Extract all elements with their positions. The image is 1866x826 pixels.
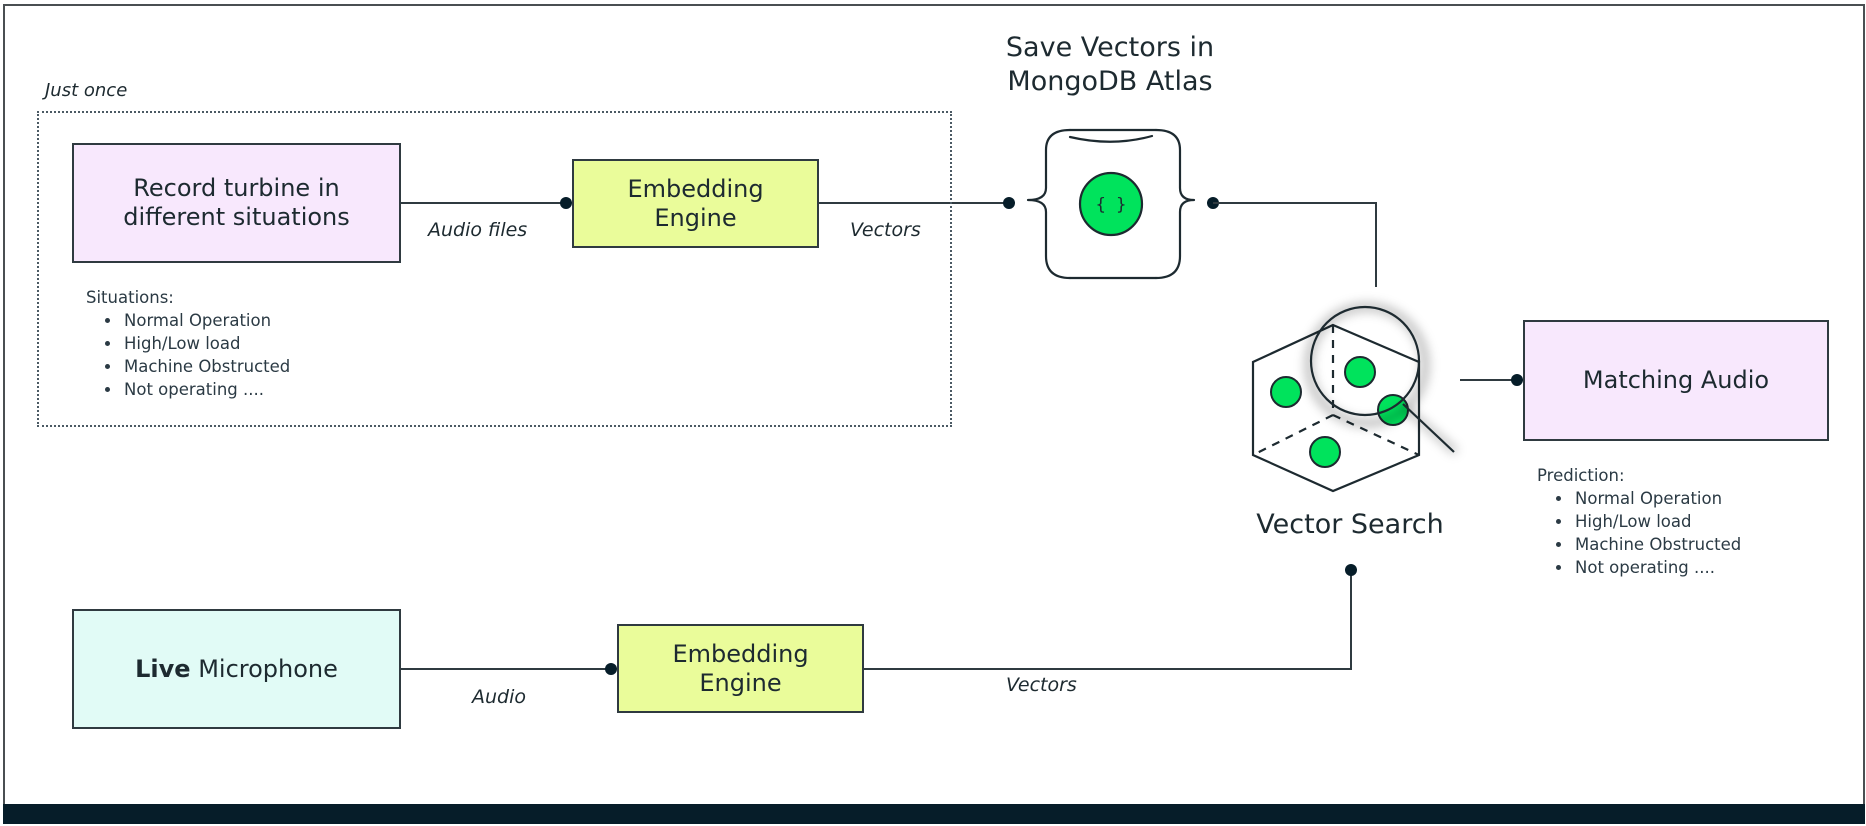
connector-dot (1345, 564, 1357, 576)
situation-item: High/Low load (122, 332, 290, 355)
situation-item: Not operating .... (122, 378, 290, 401)
prediction-item: Normal Operation (1573, 487, 1741, 510)
matching-audio-label: Matching Audio (1582, 366, 1770, 395)
prediction-heading: Prediction: (1537, 466, 1625, 485)
document-braces-icon (1026, 128, 1196, 280)
connector-dot (1003, 197, 1015, 209)
edge-label-vectors-bottom: Vectors (1006, 674, 1077, 696)
prediction-item: High/Low load (1573, 510, 1741, 533)
situation-item: Machine Obstructed (122, 355, 290, 378)
bottom-bar (3, 804, 1865, 824)
embedding-engine-label: Embedding Engine (627, 174, 764, 232)
group-label-just-once: Just once (45, 80, 128, 101)
embedding-engine-top[interactable]: Embedding Engine (572, 159, 819, 248)
connector-dot (1511, 374, 1523, 386)
prediction-list: Prediction: Normal Operation High/Low lo… (1537, 464, 1741, 579)
one-time-group (37, 111, 952, 427)
record-turbine-box[interactable]: Record turbine in different situations (72, 143, 401, 263)
embedding-engine-bottom[interactable]: Embedding Engine (617, 624, 864, 713)
atlas-title: Save Vectors in MongoDB Atlas (1005, 32, 1215, 97)
atlas-green-circle (1078, 171, 1144, 237)
live-microphone-label: Live Microphone (135, 655, 338, 684)
situations-list: Situations: Normal Operation High/Low lo… (86, 286, 290, 401)
record-turbine-label: Record turbine in different situations (123, 174, 350, 231)
vector-cube-magnifier-icon (1251, 302, 1459, 493)
prediction-item: Machine Obstructed (1573, 533, 1741, 556)
magnifier-lens (1309, 305, 1421, 417)
vector-point (1270, 376, 1302, 408)
atlas-inner-glyph: { } (1096, 195, 1127, 215)
magnifier-handle (1402, 403, 1455, 453)
matching-audio-box[interactable]: Matching Audio (1523, 320, 1829, 441)
edge-label-vectors-top: Vectors (850, 219, 921, 241)
vector-search-label: Vector Search (1256, 509, 1444, 540)
connector-dot (605, 663, 617, 675)
wire-atlas-to-vector-search (1213, 202, 1377, 287)
connector-dot (560, 197, 572, 209)
vector-point (1309, 436, 1341, 468)
situation-item: Normal Operation (122, 309, 290, 332)
embedding-engine-label: Embedding Engine (672, 639, 809, 697)
situations-heading: Situations: (86, 288, 174, 307)
live-microphone-box[interactable]: Live Microphone (72, 609, 401, 729)
wire-embedding-to-vector-search (864, 570, 1352, 670)
live-word: Live (135, 654, 191, 683)
prediction-item: Not operating .... (1573, 556, 1741, 579)
edge-label-audio: Audio (472, 686, 527, 708)
microphone-word: Microphone (190, 654, 338, 683)
edge-label-audio-files: Audio files (428, 219, 528, 241)
vector-point (1344, 356, 1376, 388)
